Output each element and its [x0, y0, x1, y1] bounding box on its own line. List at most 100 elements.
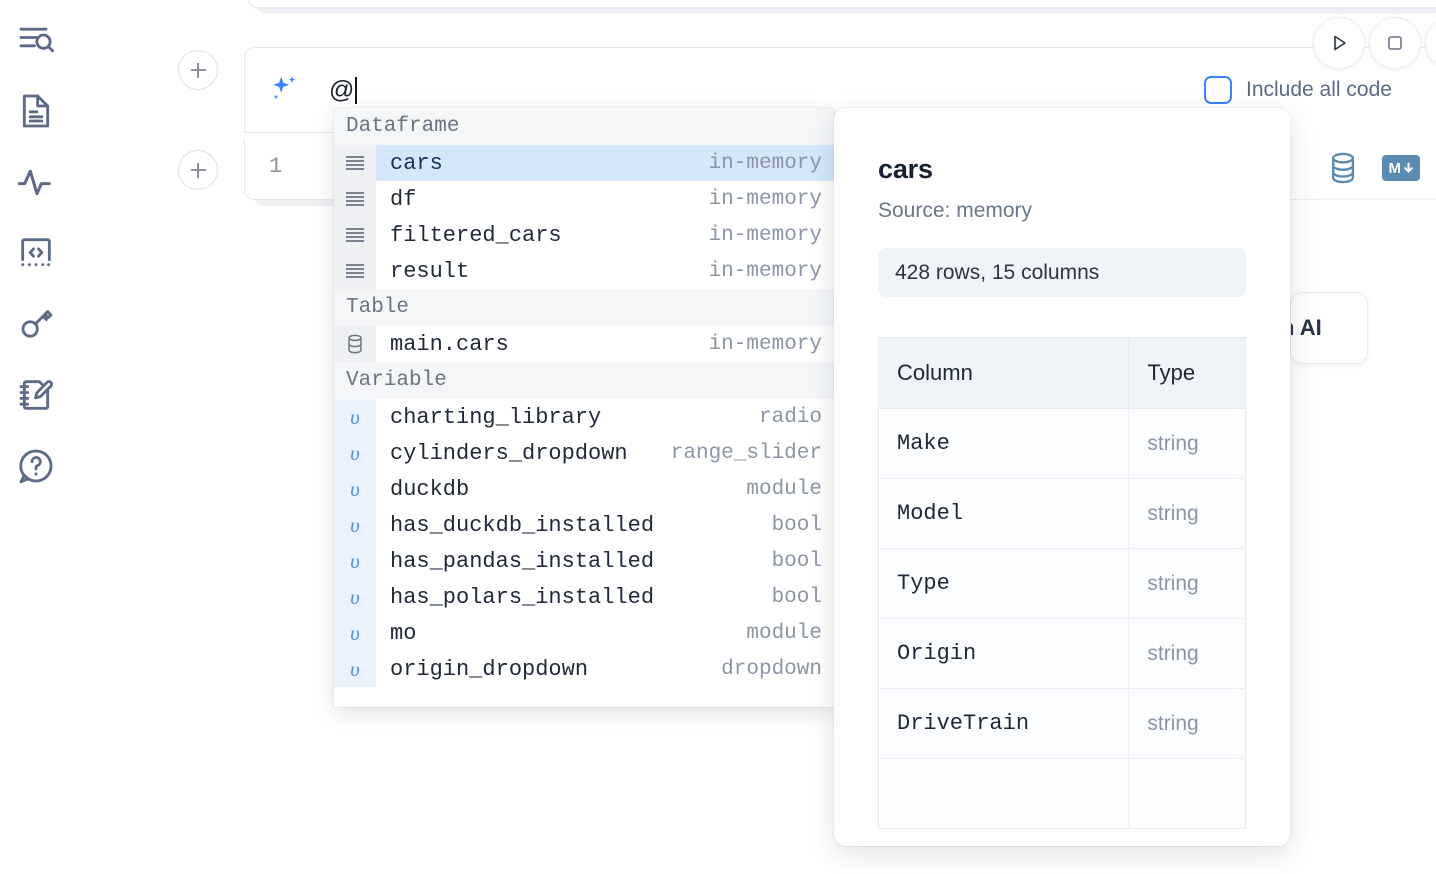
key-secrets-icon[interactable]	[12, 300, 60, 348]
sparkle-icon	[267, 73, 301, 107]
help-chat-icon[interactable]	[12, 442, 60, 490]
include-all-code-checkbox[interactable]	[1204, 76, 1232, 104]
stop-button[interactable]	[1369, 17, 1421, 69]
add-cell-button-bottom[interactable]	[178, 150, 218, 190]
dataframe-icon	[334, 217, 376, 253]
autocomplete-item-name: result	[390, 258, 470, 284]
code-embed-icon[interactable]	[12, 229, 60, 277]
dataframe-icon	[346, 156, 364, 170]
variable-icon: υ	[350, 476, 360, 501]
text-caret	[355, 76, 358, 104]
variable-icon: υ	[350, 440, 360, 465]
autocomplete-section-header: Table	[334, 289, 834, 326]
autocomplete-item[interactable]: υ has_pandas_installed bool	[334, 543, 834, 579]
variable-icon: υ	[350, 512, 360, 537]
notebook-panel-shadow	[258, 6, 1436, 14]
autocomplete-item-name: df	[390, 186, 417, 212]
autocomplete-item-kind: bool	[771, 549, 822, 573]
autocomplete-item-name: filtered_cars	[390, 222, 562, 248]
autocomplete-item-name: duckdb	[390, 476, 470, 502]
variable-icon: υ	[350, 584, 360, 609]
autocomplete-item-name: has_duckdb_installed	[390, 512, 655, 538]
autocomplete-item-name: has_polars_installed	[390, 584, 655, 610]
schema-column-name: Make	[878, 408, 1130, 479]
variable-icon: υ	[350, 404, 360, 429]
left-icon-rail	[0, 0, 72, 874]
dataset-preview-popover: cars Source: memory 428 rows, 15 columns…	[834, 108, 1290, 846]
autocomplete-item[interactable]: cars in-memory	[334, 145, 834, 181]
variable-icon: υ	[334, 615, 376, 651]
autocomplete-item[interactable]: υ mo module	[334, 615, 834, 651]
variable-icon: υ	[350, 548, 360, 573]
explore-search-icon[interactable]	[12, 16, 60, 64]
autocomplete-item-name: cars	[390, 150, 443, 176]
schema-column-type: string	[1128, 478, 1246, 549]
variable-icon: υ	[350, 620, 360, 645]
table-row	[878, 758, 1246, 829]
autocomplete-section-header: Dataframe	[334, 108, 834, 145]
schema-column-name	[878, 758, 1130, 829]
activity-pulse-icon[interactable]	[12, 158, 60, 206]
variable-icon: υ	[334, 507, 376, 543]
preview-source: Source: memory	[878, 199, 1033, 222]
variable-icon: υ	[334, 651, 376, 687]
markdown-icon[interactable]: M	[1382, 155, 1420, 181]
autocomplete-item-kind: module	[746, 621, 822, 645]
variable-icon: υ	[334, 435, 376, 471]
column-header-type: Type	[1128, 337, 1246, 409]
database-icon[interactable]	[1328, 152, 1358, 184]
autocomplete-item-kind: in-memory	[708, 151, 822, 175]
ai-prompt-input[interactable]: @	[329, 75, 358, 105]
schema-column-type	[1128, 758, 1246, 829]
autocomplete-item-name: has_pandas_installed	[390, 548, 655, 574]
dataframe-icon	[346, 264, 364, 278]
schema-column-name: DriveTrain	[878, 688, 1130, 759]
schema-column-type: string	[1128, 548, 1246, 619]
autocomplete-item[interactable]: υ has_polars_installed bool	[334, 579, 834, 615]
preview-shape-badge: 428 rows, 15 columns	[878, 248, 1246, 297]
autocomplete-item-kind: bool	[771, 513, 822, 537]
run-button[interactable]	[1313, 17, 1365, 69]
autocomplete-item[interactable]: υ has_duckdb_installed bool	[334, 507, 834, 543]
ai-prompt-value: @	[329, 75, 355, 104]
schema-column-type: string	[1128, 618, 1246, 689]
generate-with-ai-card[interactable]: h AI	[1290, 292, 1368, 364]
notebook-edit-icon[interactable]	[12, 371, 60, 419]
autocomplete-item-kind: in-memory	[708, 332, 822, 356]
autocomplete-item-name: mo	[390, 620, 417, 646]
dataframe-icon	[334, 181, 376, 217]
variable-icon: υ	[334, 579, 376, 615]
column-header-column: Column	[878, 337, 1130, 409]
file-document-icon[interactable]	[12, 87, 60, 135]
autocomplete-section-header: Variable	[334, 362, 834, 399]
schema-column-type: string	[1128, 408, 1246, 479]
notebook-panel-top-edge	[248, 0, 1436, 8]
autocomplete-item-kind: in-memory	[708, 259, 822, 283]
include-all-code-label: Include all code	[1246, 78, 1392, 101]
table-header-row: Column Type	[878, 337, 1246, 409]
autocomplete-item[interactable]: result in-memory	[334, 253, 834, 289]
add-cell-button-top[interactable]	[178, 50, 218, 90]
preview-title: cars	[878, 154, 933, 184]
generate-with-ai-label: h AI	[1291, 315, 1322, 340]
autocomplete-item-kind: bool	[771, 585, 822, 609]
code-line-number: 1	[269, 154, 283, 179]
schema-column-name: Origin	[878, 618, 1130, 689]
autocomplete-item-name: charting_library	[390, 404, 602, 430]
autocomplete-item-kind: dropdown	[721, 657, 822, 681]
autocomplete-item-kind: range_slider	[670, 441, 822, 465]
variable-icon: υ	[350, 656, 360, 681]
